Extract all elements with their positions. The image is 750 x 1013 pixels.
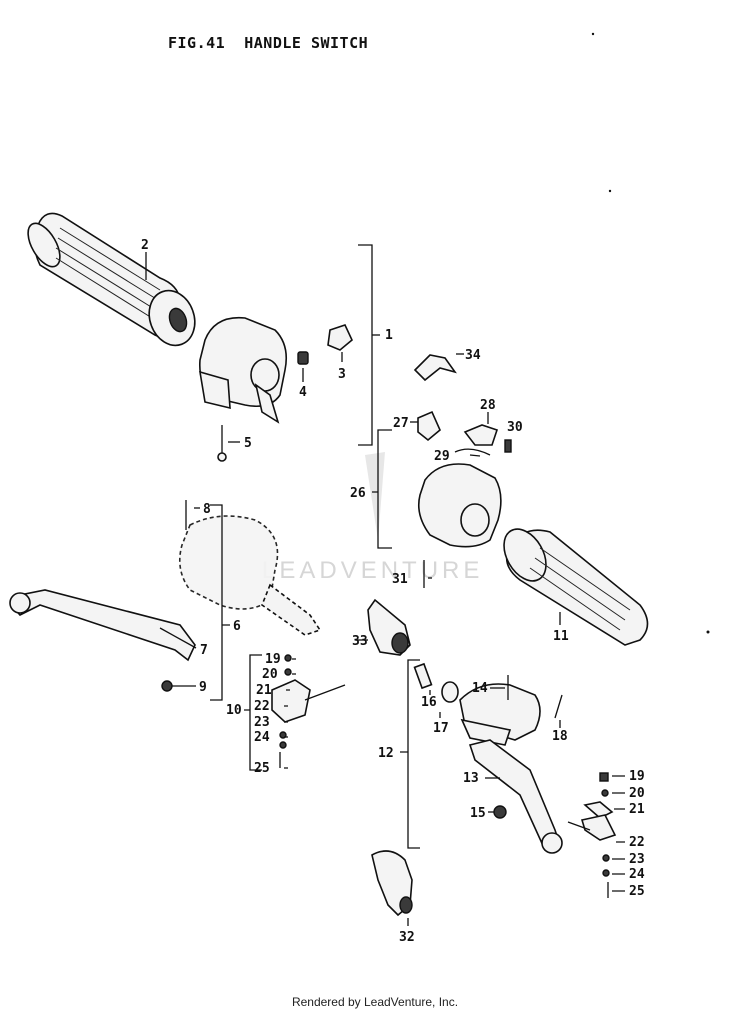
screw-part-5 bbox=[217, 425, 227, 462]
front-brake-lever bbox=[468, 739, 563, 854]
callout-7: 7 bbox=[200, 643, 208, 658]
callout-23: 23 bbox=[254, 715, 270, 730]
callout-22-right: 22 bbox=[629, 835, 645, 850]
callout-19: 19 bbox=[265, 652, 281, 667]
starter-switch-left bbox=[271, 654, 346, 768]
callout-12: 12 bbox=[378, 746, 394, 761]
collar-part-3 bbox=[327, 324, 353, 351]
callout-3: 3 bbox=[338, 367, 346, 382]
switch-part-34 bbox=[413, 354, 457, 382]
left-grip bbox=[27, 212, 196, 347]
callout-8: 8 bbox=[203, 502, 211, 517]
callout-11: 11 bbox=[553, 629, 569, 644]
callout-16: 16 bbox=[421, 695, 437, 710]
bracket-10 bbox=[244, 654, 262, 771]
callout-32: 32 bbox=[399, 930, 415, 945]
callout-33: 33 bbox=[352, 634, 368, 649]
screw-part-30 bbox=[504, 439, 512, 453]
callout-22: 22 bbox=[254, 699, 270, 714]
callout-1: 1 bbox=[385, 328, 393, 343]
nut-part-4 bbox=[297, 351, 309, 365]
callout-34: 34 bbox=[465, 348, 481, 363]
callout-5: 5 bbox=[244, 436, 252, 451]
watermark-text: LEADVENTURE bbox=[262, 557, 483, 584]
stop-switch-right bbox=[567, 772, 617, 898]
callout-20-right: 20 bbox=[629, 786, 645, 801]
leader-lines bbox=[145, 252, 561, 926]
bracket-12 bbox=[400, 659, 420, 849]
callout-29: 29 bbox=[434, 449, 450, 464]
clutch-lever-holder bbox=[179, 515, 322, 636]
callout-4: 4 bbox=[299, 385, 307, 400]
callout-17: 17 bbox=[433, 721, 449, 736]
callout-25-right: 25 bbox=[629, 884, 645, 899]
callout-26: 26 bbox=[350, 486, 366, 501]
right-callout-dashes bbox=[284, 658, 625, 892]
clutch-lever bbox=[9, 589, 196, 662]
switch-part-27 bbox=[417, 410, 441, 442]
callout-20: 20 bbox=[262, 667, 278, 682]
right-grip bbox=[503, 528, 649, 646]
callout-24-right: 24 bbox=[629, 867, 645, 882]
footer-credit: Rendered by LeadVenture, Inc. bbox=[291, 995, 459, 1009]
callout-labels: 1 2 3 4 5 6 7 8 9 10 11 12 13 14 15 16 1… bbox=[141, 238, 645, 945]
bracket-1 bbox=[358, 244, 373, 446]
callout-28: 28 bbox=[480, 398, 496, 413]
front-brake-lever-holder bbox=[413, 662, 563, 746]
spring-part-29 bbox=[454, 448, 491, 456]
callout-10: 10 bbox=[226, 703, 242, 718]
callout-18: 18 bbox=[552, 729, 568, 744]
callout-25: 25 bbox=[254, 761, 270, 776]
callout-30: 30 bbox=[507, 420, 523, 435]
callout-27: 27 bbox=[393, 416, 409, 431]
callout-13: 13 bbox=[463, 771, 479, 786]
callout-15: 15 bbox=[470, 806, 486, 821]
callout-19-right: 19 bbox=[629, 769, 645, 784]
throttle-pipe-33 bbox=[367, 598, 411, 656]
callout-21-right: 21 bbox=[629, 802, 645, 817]
bracket-26 bbox=[372, 429, 392, 549]
callout-23-right: 23 bbox=[629, 852, 645, 867]
callout-9: 9 bbox=[199, 680, 207, 695]
cable-boot-32 bbox=[371, 850, 413, 917]
figure-title: FIG.41 HANDLE SWITCH bbox=[168, 34, 369, 52]
watermark: LEADVENTURE bbox=[262, 452, 483, 584]
right-switch-housing bbox=[417, 463, 502, 548]
bracket-6 bbox=[210, 504, 230, 701]
nut-part-15 bbox=[493, 805, 507, 819]
callout-14: 14 bbox=[472, 681, 488, 696]
callout-2: 2 bbox=[141, 238, 149, 253]
callout-6: 6 bbox=[233, 619, 241, 634]
left-switch-housing bbox=[198, 316, 288, 424]
callout-21: 21 bbox=[256, 683, 272, 698]
switch-part-28 bbox=[463, 424, 499, 446]
nut-part-9 bbox=[161, 680, 173, 692]
callout-31: 31 bbox=[392, 572, 408, 587]
callout-24: 24 bbox=[254, 730, 270, 745]
